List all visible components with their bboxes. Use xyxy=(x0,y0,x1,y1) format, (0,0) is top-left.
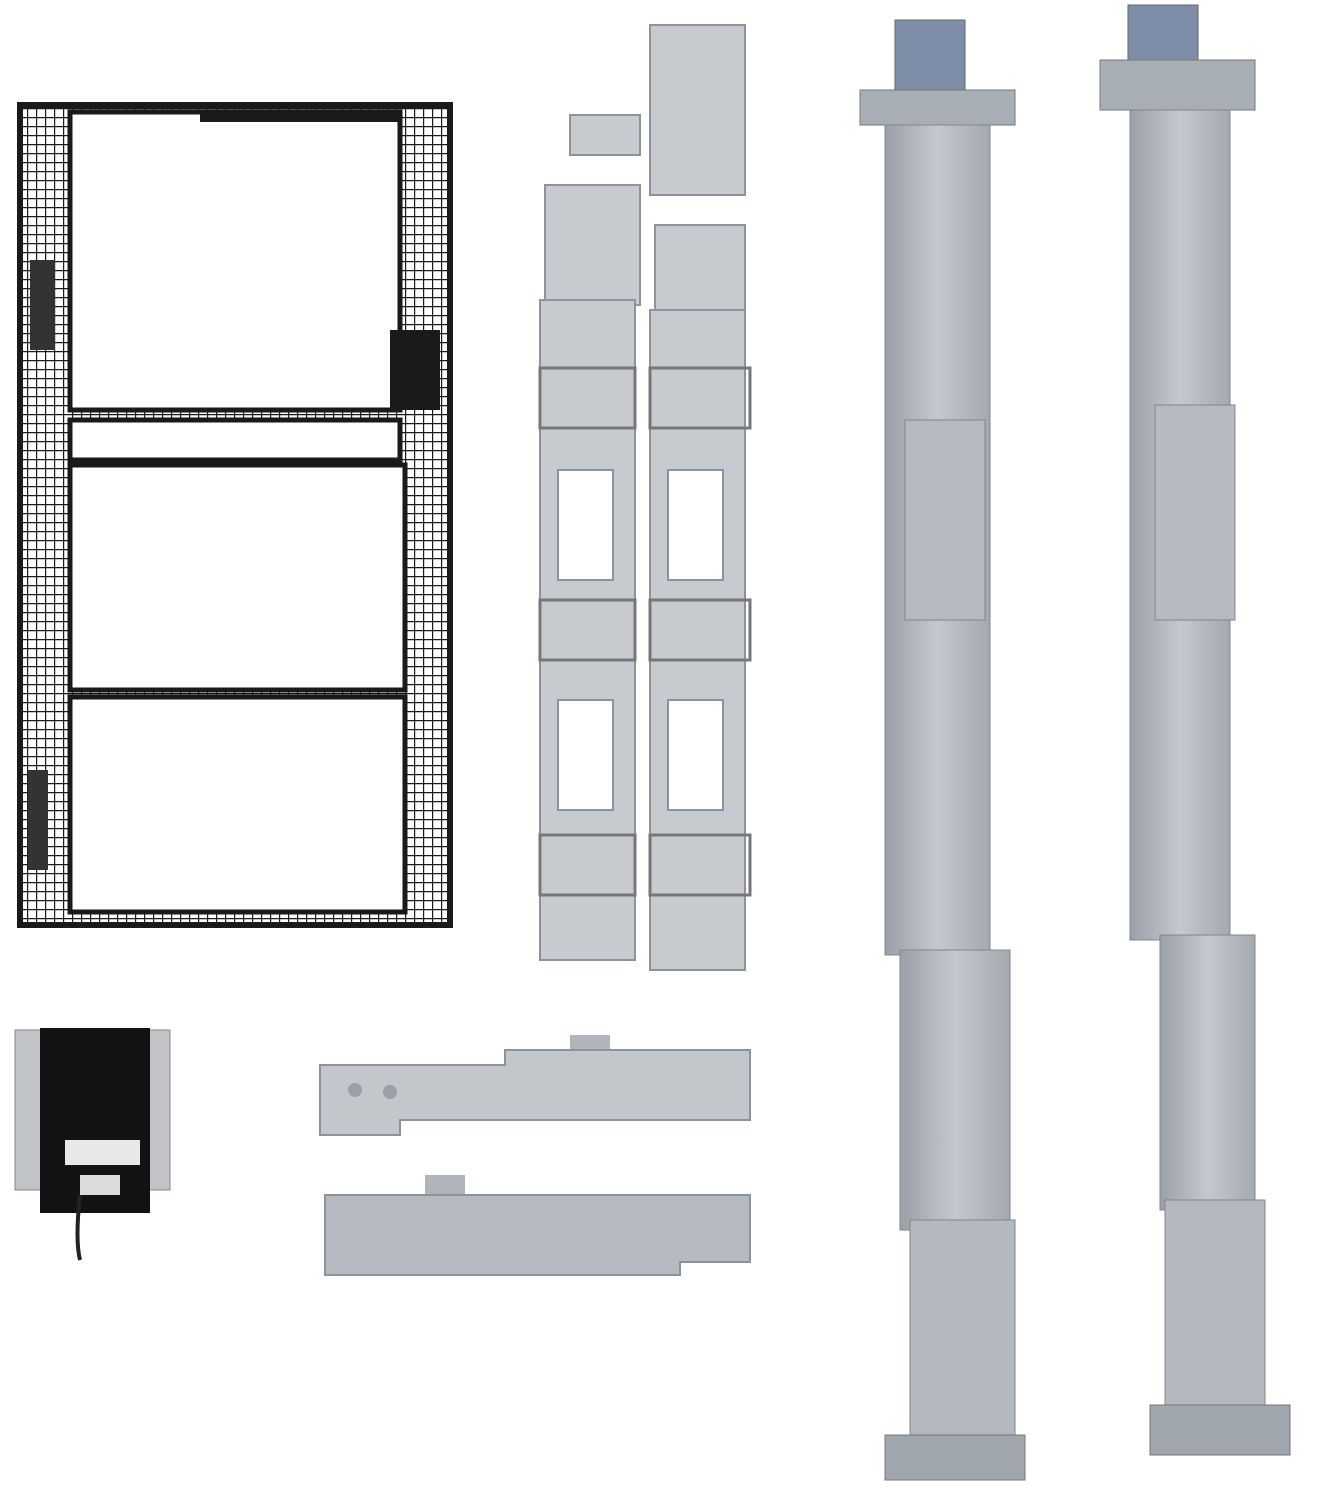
rail-right xyxy=(1099,4,1291,1456)
mesh-bezel-frame xyxy=(17,102,453,928)
power-module xyxy=(14,1028,171,1261)
rail-bracket-top xyxy=(319,1035,751,1136)
rail-bracket-bottom xyxy=(324,1175,751,1276)
cable-management-arm xyxy=(538,24,752,971)
rail-left xyxy=(859,19,1026,1481)
